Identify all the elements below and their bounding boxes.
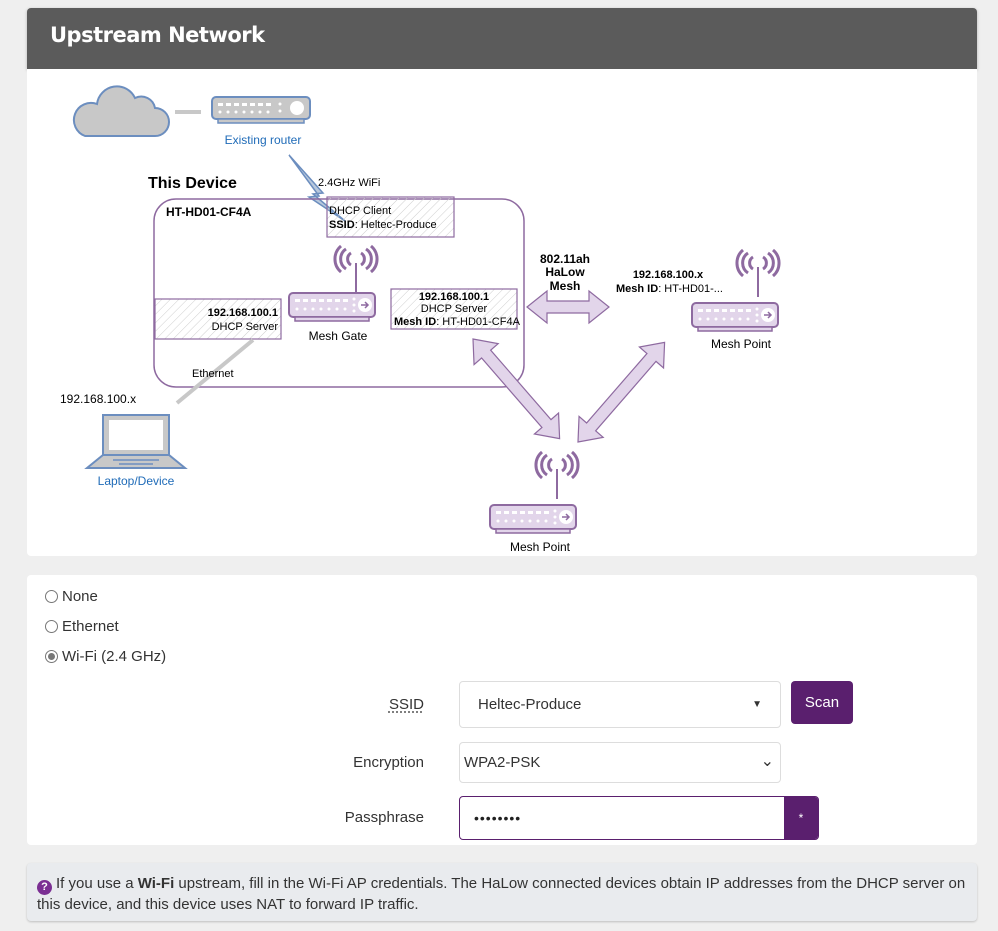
mesh-point-id-value: : HT-HD01-...	[658, 283, 723, 295]
svg-text:Mesh ID: HT-HD01-CF4A: Mesh ID: HT-HD01-CF4A	[394, 316, 521, 328]
halow-link-arrow-left-diagonal	[472, 338, 561, 440]
halow-link-arrow-horizontal	[526, 289, 610, 325]
chevron-down-icon: ⌄	[760, 753, 774, 770]
note-bold: Wi-Fi	[137, 875, 175, 892]
svg-text:Mesh ID: HT-HD01-...: Mesh ID: HT-HD01-...	[616, 283, 723, 295]
radio-wifi-circle[interactable]	[45, 650, 58, 663]
eth-dhcp-ip: 192.168.100.1	[208, 307, 278, 319]
eth-dhcp-box	[154, 298, 282, 340]
halow-link-arrow-right-diagonal	[577, 341, 666, 443]
radio-none-circle[interactable]	[45, 590, 58, 603]
ssid-select[interactable]: Heltec-Produce ▼	[459, 681, 781, 728]
laptop-ip: 192.168.100.x	[60, 392, 136, 406]
encryption-value: WPA2-PSK	[464, 754, 541, 771]
laptop-label: Laptop/Device	[98, 474, 175, 488]
ssid-key: SSID	[329, 219, 355, 231]
mesh-gate-antenna-icon	[333, 244, 379, 295]
mesh-point-right-router-icon	[691, 302, 779, 332]
mesh-point-id-key: Mesh ID	[616, 283, 658, 295]
note-prefix: If you use a	[56, 875, 138, 892]
network-diagram: Existing router This Device 2.4GHz WiFi …	[27, 69, 977, 556]
ethernet-link-line	[175, 338, 255, 405]
passphrase-field[interactable]: •••••••• *	[459, 796, 819, 840]
upstream-form: None Ethernet Wi-Fi (2.4 GHz) SSID Helte…	[27, 575, 977, 845]
eth-dhcp-role: DHCP Server	[212, 321, 279, 333]
radio-ethernet-label: Ethernet	[62, 618, 119, 635]
existing-router-label: Existing router	[225, 133, 302, 147]
halow-label-line3: Mesh	[550, 279, 581, 293]
mesh-point-ip: 192.168.100.x	[633, 269, 704, 281]
radio-none-label: None	[62, 588, 98, 605]
ssid-label: SSID	[388, 696, 424, 713]
mesh-point-bottom-router-icon	[489, 504, 577, 534]
dhcp-client-box	[326, 196, 455, 238]
ethernet-label: Ethernet	[192, 368, 234, 380]
mesh-dhcp-ip: 192.168.100.1	[419, 291, 489, 303]
dhcp-client-label: DHCP Client	[329, 205, 391, 217]
mesh-point-right-label: Mesh Point	[711, 337, 772, 351]
existing-router-icon	[211, 96, 311, 124]
mesh-id-key: Mesh ID	[394, 316, 436, 328]
passphrase-label: Passphrase	[344, 809, 424, 826]
mesh-dhcp-box	[390, 288, 518, 330]
note-text: upstream, fill in the Wi-Fi AP credentia…	[37, 875, 966, 913]
ssid-value: Heltec-Produce	[478, 696, 582, 713]
halow-label-line2: HaLow	[545, 265, 585, 279]
wifi-link-label: 2.4GHz WiFi	[318, 177, 380, 189]
radio-none[interactable]: None	[45, 588, 98, 605]
encryption-label: Encryption	[353, 754, 424, 771]
cloud-icon	[72, 85, 170, 137]
mesh-id-value: : HT-HD01-CF4A	[436, 316, 520, 328]
mesh-point-bottom-antenna-icon	[534, 450, 580, 501]
question-icon: ?	[37, 880, 52, 895]
ssid-value: : Heltec-Produce	[355, 219, 437, 231]
passphrase-input[interactable]: ••••••••	[474, 810, 522, 826]
device-name: HT-HD01-CF4A	[166, 205, 252, 219]
radio-wifi[interactable]: Wi-Fi (2.4 GHz)	[45, 648, 166, 665]
mesh-dhcp-role: DHCP Server	[421, 303, 488, 315]
mesh-gate-label: Mesh Gate	[309, 329, 368, 343]
radio-ethernet[interactable]: Ethernet	[45, 618, 119, 635]
mesh-point-bottom-label: Mesh Point	[510, 540, 571, 554]
encryption-select[interactable]: WPA2-PSK ⌄	[459, 742, 781, 783]
show-password-toggle[interactable]: *	[784, 797, 818, 839]
scan-button[interactable]: Scan	[791, 681, 853, 724]
mesh-point-right-antenna-icon	[735, 248, 781, 299]
laptop-icon	[84, 414, 188, 469]
mesh-gate-router-icon	[288, 292, 376, 322]
svg-text:SSID: Heltec-Produce: SSID: Heltec-Produce	[329, 219, 437, 231]
page-title: Upstream Network	[50, 23, 265, 47]
halow-label-line1: 802.11ah	[540, 252, 590, 266]
radio-ethernet-circle[interactable]	[45, 620, 58, 633]
chevron-down-icon: ▼	[752, 699, 762, 710]
radio-wifi-label: Wi-Fi (2.4 GHz)	[62, 648, 167, 665]
this-device-title: This Device	[148, 175, 237, 192]
page-header: Upstream Network	[27, 8, 977, 69]
help-note: ? If you use a Wi-Fi upstream, fill in th…	[27, 863, 977, 921]
